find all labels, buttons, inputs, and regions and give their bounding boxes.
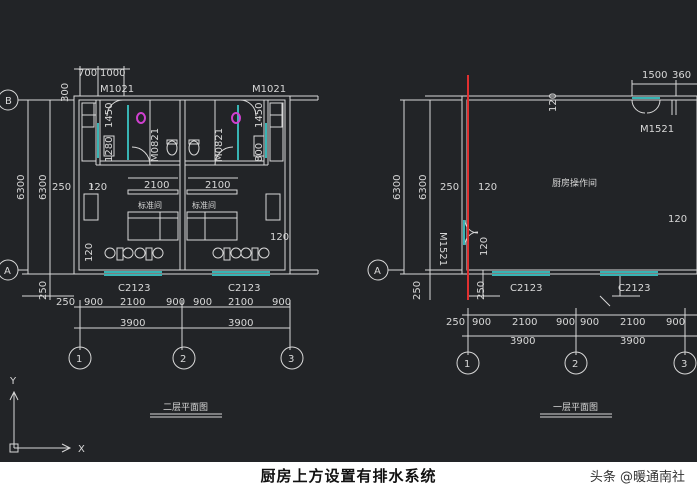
axis-col-1-right: 1 (464, 359, 470, 370)
dim-1000: 1000 (100, 68, 125, 79)
dim-6300-left: 6300 (16, 175, 27, 200)
right-plan-title: 一层平面图 (553, 402, 598, 413)
left-plan-walls (73, 95, 319, 275)
window-c2123-right-a: C2123 (510, 283, 542, 294)
dim-r-bottom-900b: 900 (556, 317, 575, 328)
axis-col-2-left: 2 (180, 354, 186, 365)
dim-250-bottom-left: 250 (38, 281, 49, 300)
watermark: 头条 @暖通南社 (589, 470, 685, 485)
axis-row-b-left: B (5, 96, 12, 107)
dim-bottom-2100b: 2100 (228, 297, 253, 308)
dim-bottom-900b: 900 (166, 297, 185, 308)
dim-1450-right: 1450 (254, 103, 265, 128)
window-c2123-right: C2123 (228, 283, 260, 294)
dim-120-left: 120 (88, 182, 107, 193)
dim-bottom-900d: 900 (272, 297, 291, 308)
dim-250-left: 250 (52, 182, 71, 193)
door-m1521-top: M1521 (640, 124, 674, 135)
axis-col-2-right: 2 (572, 359, 578, 370)
dim-120-right-b: 120 (668, 214, 687, 225)
dim-120-right-a: 120 (478, 182, 497, 193)
axis-col-1-left: 1 (76, 354, 82, 365)
floor-plan-svg: B A 1 2 3 A 1 2 3 700 1000 M1021 M1021 6… (0, 66, 697, 455)
door-m0821-left: M0821 (150, 128, 161, 162)
room-label-kitchen: 厨房操作间 (552, 177, 597, 189)
dim-120-bottom: 120 (84, 243, 95, 262)
dim-bottom-2100a: 2100 (120, 297, 145, 308)
ucs-x-label: X (78, 444, 85, 455)
left-windows (97, 105, 270, 276)
door-m1021-left: M1021 (100, 84, 134, 95)
dim-360: 360 (672, 70, 691, 81)
dim-700: 700 (78, 68, 97, 79)
dim-250-right: 250 (440, 182, 459, 193)
axis-col-3-left: 3 (288, 354, 294, 365)
door-m0821-right: M0821 (214, 128, 225, 162)
dim-r-bottom-250: 250 (446, 317, 465, 328)
axis-row-a-left: A (4, 266, 11, 277)
dim-2100-left: 2100 (144, 180, 169, 191)
dim-120-top-right: 120 (548, 93, 559, 112)
axis-col-3-right: 3 (681, 359, 687, 370)
dim-r-bottom-2100b: 2100 (620, 317, 645, 328)
dim-total-3900-left-b: 3900 (228, 318, 253, 329)
left-plan-title: 二层平面图 (163, 402, 208, 413)
dim-r-bottom-2100a: 2100 (512, 317, 537, 328)
dim-300: 300 (60, 83, 71, 102)
dim-total-3900-right-a: 3900 (510, 336, 535, 347)
right-dim-lines (400, 80, 697, 355)
image-caption: 厨房上方设置有排水系统 (260, 467, 437, 485)
dim-r-bottom-900c: 900 (580, 317, 599, 328)
dim-bottom-900a: 900 (84, 297, 103, 308)
dim-1450-left: 1450 (104, 103, 115, 128)
dim-1280: 1280 (104, 137, 115, 162)
window-c2123-right-b: C2123 (618, 283, 650, 294)
dim-total-3900-left-a: 3900 (120, 318, 145, 329)
left-bath-fixtures (136, 112, 241, 124)
dim-r-bottom-900a: 900 (472, 317, 491, 328)
axis-row-a-right: A (374, 266, 381, 277)
dim-bottom-900c: 900 (193, 297, 212, 308)
dim-250-bottom-right: 250 (412, 281, 423, 300)
grid-bubbles (0, 89, 697, 375)
door-m1021-right: M1021 (252, 84, 286, 95)
dim-120-right: 120 (270, 232, 289, 243)
dim-250-bottom-right-b: 250 (476, 281, 487, 300)
room-label-right: 标准间 (192, 200, 216, 210)
door-m1521-left: M1521 (437, 232, 448, 266)
right-windows-doors (463, 97, 660, 276)
ucs-y-label: Y (9, 376, 17, 387)
dim-1500: 1500 (642, 70, 667, 81)
dim-2100-right: 2100 (205, 180, 230, 191)
window-c2123-left: C2123 (118, 283, 150, 294)
dim-r-bottom-900d: 900 (666, 317, 685, 328)
dim-bottom-250: 250 (56, 297, 75, 308)
dim-800: 800 (254, 143, 265, 162)
dim-6300-left-inner: 6300 (38, 175, 49, 200)
ucs-icon (9, 390, 72, 453)
caption-bar: 厨房上方设置有排水系统 头条 @暖通南社 (0, 462, 697, 491)
dim-total-3900-right-b: 3900 (620, 336, 645, 347)
dim-6300-right-inner: 6300 (418, 175, 429, 200)
dim-120-right-c: 120 (479, 237, 490, 256)
room-label-left: 标准间 (138, 200, 162, 210)
cad-drawing-canvas: B A 1 2 3 A 1 2 3 700 1000 M1021 M1021 6… (0, 0, 697, 462)
dim-6300-right: 6300 (392, 175, 403, 200)
